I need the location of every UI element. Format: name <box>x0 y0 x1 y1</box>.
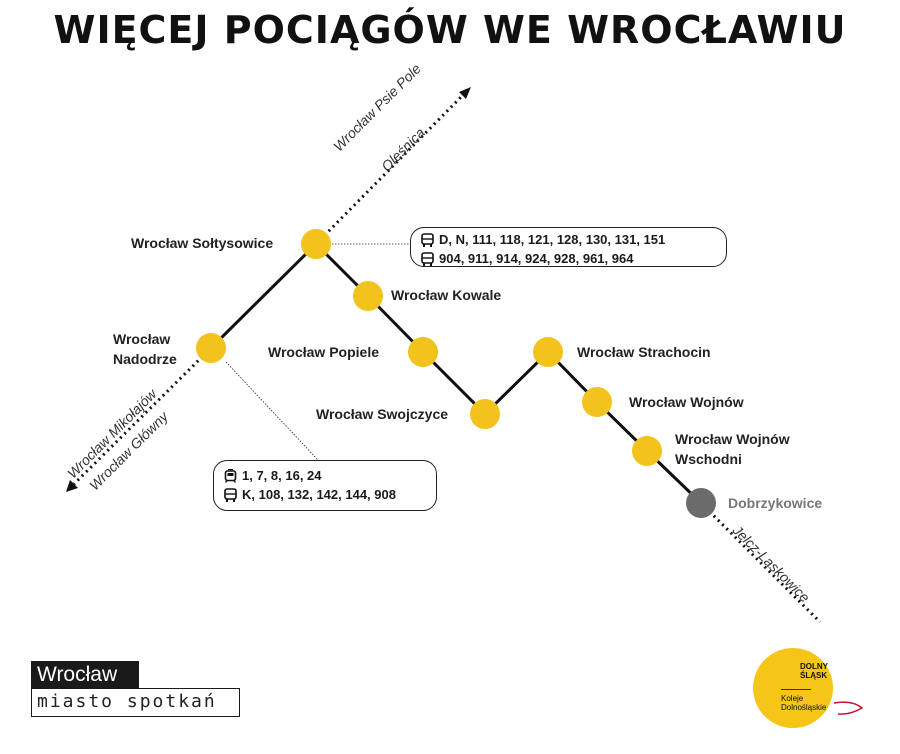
station-dot-swojczyce <box>470 399 500 429</box>
rail-line-southeast <box>699 501 822 624</box>
wroclaw-logo-top: Wrocław <box>31 661 139 688</box>
arrow-southwest-icon <box>66 480 78 492</box>
station-dot-strachocin <box>533 337 563 367</box>
swoosh-icon <box>833 701 864 715</box>
bus-lines: 904, 911, 914, 924, 928, 961, 964 <box>439 251 634 266</box>
bus-icon <box>421 251 434 266</box>
station-label-nadodrze-1: Wrocław <box>113 331 171 347</box>
koleje-logo-region: DOLNY ŚLĄSK <box>800 662 828 680</box>
station-label-swojczyce: Wrocław Swojczyce <box>316 406 449 422</box>
station-dot-soltysowice <box>301 229 331 259</box>
koleje-logo-region-2: ŚLĄSK <box>800 671 828 680</box>
page-title: WIĘCEJ POCIĄGÓW WE WROCŁAWIU <box>53 8 847 52</box>
station-dot-popiele <box>408 337 438 367</box>
station-label-wojnow-wschodni-1: Wrocław Wojnów <box>675 431 790 447</box>
station-dot-dobrzykowice <box>686 488 716 518</box>
station-label-strachocin: Wrocław Strachocin <box>577 344 711 360</box>
station-dot-wojnow <box>582 387 612 417</box>
wroclaw-logo-tagline: miasto spotkań <box>31 688 240 717</box>
bus-icon <box>421 232 434 247</box>
koleje-logo-name-1: Koleje <box>781 694 804 703</box>
arrow-northeast-icon <box>459 87 471 99</box>
station-dot-nadodrze <box>196 333 226 363</box>
rail-line-northeast <box>314 93 465 246</box>
rail-line-southwest <box>72 346 213 486</box>
station-label-wojnow-wschodni-2: Wschodni <box>675 451 742 467</box>
station-label-kowale: Wrocław Kowale <box>391 287 502 303</box>
bus-icon <box>224 487 237 502</box>
tram-lines: 1, 7, 8, 16, 24 <box>242 468 322 483</box>
koleje-logo-divider <box>781 689 811 690</box>
connections-box-soltysowice: D, N, 111, 118, 121, 128, 130, 131, 151 … <box>410 227 727 267</box>
koleje-logo-name: Koleje Dolnośląskie <box>781 694 826 712</box>
station-label-popiele: Wrocław Popiele <box>268 344 379 360</box>
station-label-nadodrze-2: Nadodrze <box>113 351 177 367</box>
bus-row: K, 108, 132, 142, 144, 908 <box>224 485 424 504</box>
station-dot-wojnow-wschodni <box>632 436 662 466</box>
bus-row: 904, 911, 914, 924, 928, 961, 964 <box>421 249 714 268</box>
koleje-logo-name-2: Dolnośląskie <box>781 703 827 712</box>
connections-box-nadodrze: 1, 7, 8, 16, 24 K, 108, 132, 142, 144, 9… <box>213 460 437 511</box>
station-label-dobrzykowice: Dobrzykowice <box>728 495 823 511</box>
tram-icon <box>224 468 237 483</box>
tram-row: 1, 7, 8, 16, 24 <box>224 466 424 485</box>
station-label-soltysowice: Wrocław Sołtysowice <box>131 235 274 251</box>
koleje-logo <box>753 648 833 728</box>
bus-row: D, N, 111, 118, 121, 128, 130, 131, 151 <box>421 230 714 249</box>
koleje-logo-region-1: DOLNY <box>800 662 828 671</box>
bus-lines: D, N, 111, 118, 121, 128, 130, 131, 151 <box>439 232 666 247</box>
callout-leader-nadodrze <box>225 361 319 461</box>
station-dot-kowale <box>353 281 383 311</box>
bus-lines: K, 108, 132, 142, 144, 908 <box>242 487 396 502</box>
station-label-wojnow: Wrocław Wojnów <box>629 394 744 410</box>
